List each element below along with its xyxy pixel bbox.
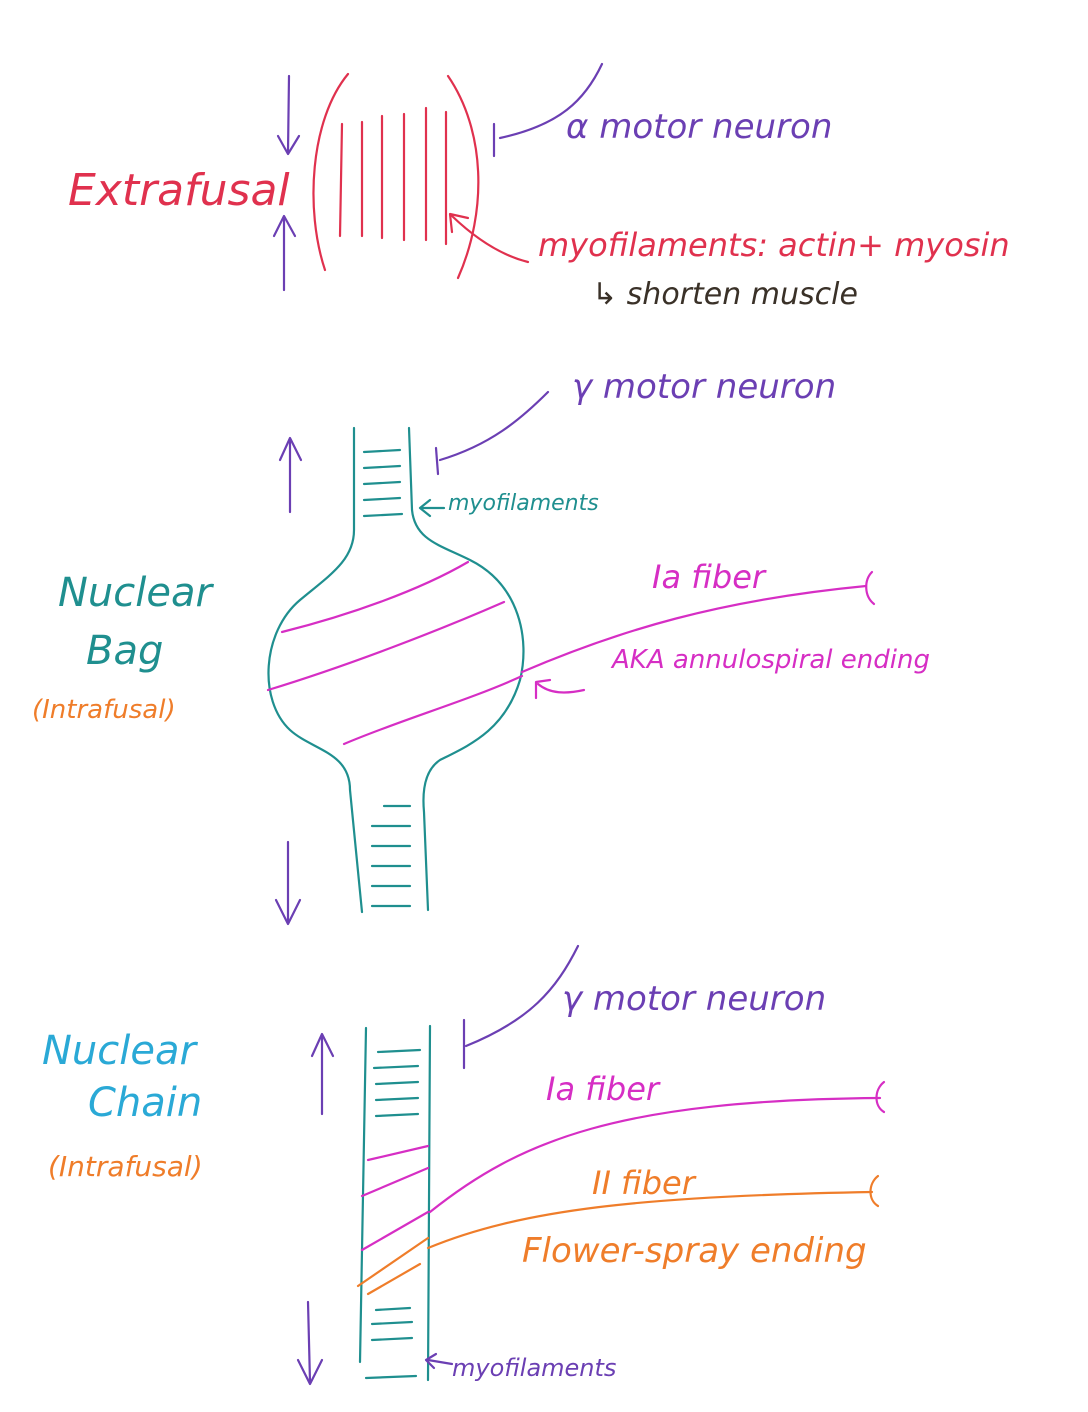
extrafusal-myofilaments-arrow-icon xyxy=(448,212,530,264)
nuclear-chain-ia-fiber xyxy=(428,1080,886,1214)
nuclear-chain-title-line2: Chain xyxy=(88,1080,202,1126)
nuclear-bag-title-line2: Bag xyxy=(86,628,163,674)
nuclear-bag-down-arrow-icon xyxy=(274,840,302,926)
alpha-motor-neuron xyxy=(492,62,604,158)
nuclear-chain-fiber xyxy=(358,1024,432,1382)
aka-annulospiral-label: AKA annulospiral ending xyxy=(610,645,930,675)
annulospiral-ending xyxy=(266,560,524,746)
nuclear-chain-myofilaments-label: myofilaments xyxy=(452,1354,616,1382)
extrafusal-fiber xyxy=(312,72,480,280)
nuclear-bag-myofilaments-label: myofilaments xyxy=(448,491,599,516)
nuclear-chain-title-line1: Nuclear xyxy=(42,1028,199,1074)
nuclear-bag-fiber xyxy=(267,426,525,914)
nuclear-chain-up-arrow-icon xyxy=(310,1032,335,1116)
nuclear-chain-gamma-label: γ motor neuron xyxy=(562,979,826,1019)
nuclear-bag-myofilaments-arrow-icon xyxy=(418,498,446,518)
nuclear-bag-ia-label: Ia fiber xyxy=(652,558,767,596)
extrafusal-down-arrow-icon xyxy=(276,74,301,156)
nuclear-chain-ia-label: Ia fiber xyxy=(546,1070,661,1108)
nuclear-bag-gamma-label: γ motor neuron xyxy=(572,367,836,407)
nuclear-chain-ii-label: II fiber xyxy=(592,1164,697,1202)
extrafusal-up-arrow-icon xyxy=(272,214,297,292)
nuclear-chain-myofilaments-arrow-icon xyxy=(424,1352,454,1370)
extrafusal-section: Extrafusal α motor neuron xyxy=(68,62,1010,312)
nuclear-bag-title-line1: Nuclear xyxy=(58,570,215,616)
nuclear-chain-ii-fiber xyxy=(426,1174,880,1250)
alpha-motor-neuron-label: α motor neuron xyxy=(566,107,832,147)
extrafusal-title: Extrafusal xyxy=(68,165,290,216)
nuclear-chain-section: Nuclear Chain (Intrafusal) xyxy=(42,944,886,1386)
nuclear-chain-gamma-motor-neuron xyxy=(462,944,580,1070)
extrafusal-myofilaments-label: myofilaments: actin+ myosin xyxy=(538,226,1010,264)
nuclear-bag-up-arrow-icon xyxy=(278,436,303,514)
flower-spray-label: Flower-spray ending xyxy=(522,1231,867,1271)
nuclear-bag-section: Nuclear Bag (Intrafusal) xyxy=(32,367,930,926)
shorten-muscle-label: ↳ shorten muscle xyxy=(592,277,858,312)
flower-spray-ending xyxy=(356,1236,430,1296)
nuclear-bag-ia-fiber xyxy=(520,570,876,674)
nuclear-chain-down-arrow-icon xyxy=(296,1300,324,1386)
nuclear-chain-subtitle: (Intrafusal) xyxy=(48,1150,203,1183)
nuclear-bag-subtitle: (Intrafusal) xyxy=(32,695,176,725)
aka-arrow-icon xyxy=(534,678,586,700)
nuclear-chain-ia-ending xyxy=(360,1144,430,1252)
nuclear-bag-gamma-motor-neuron xyxy=(434,390,550,476)
